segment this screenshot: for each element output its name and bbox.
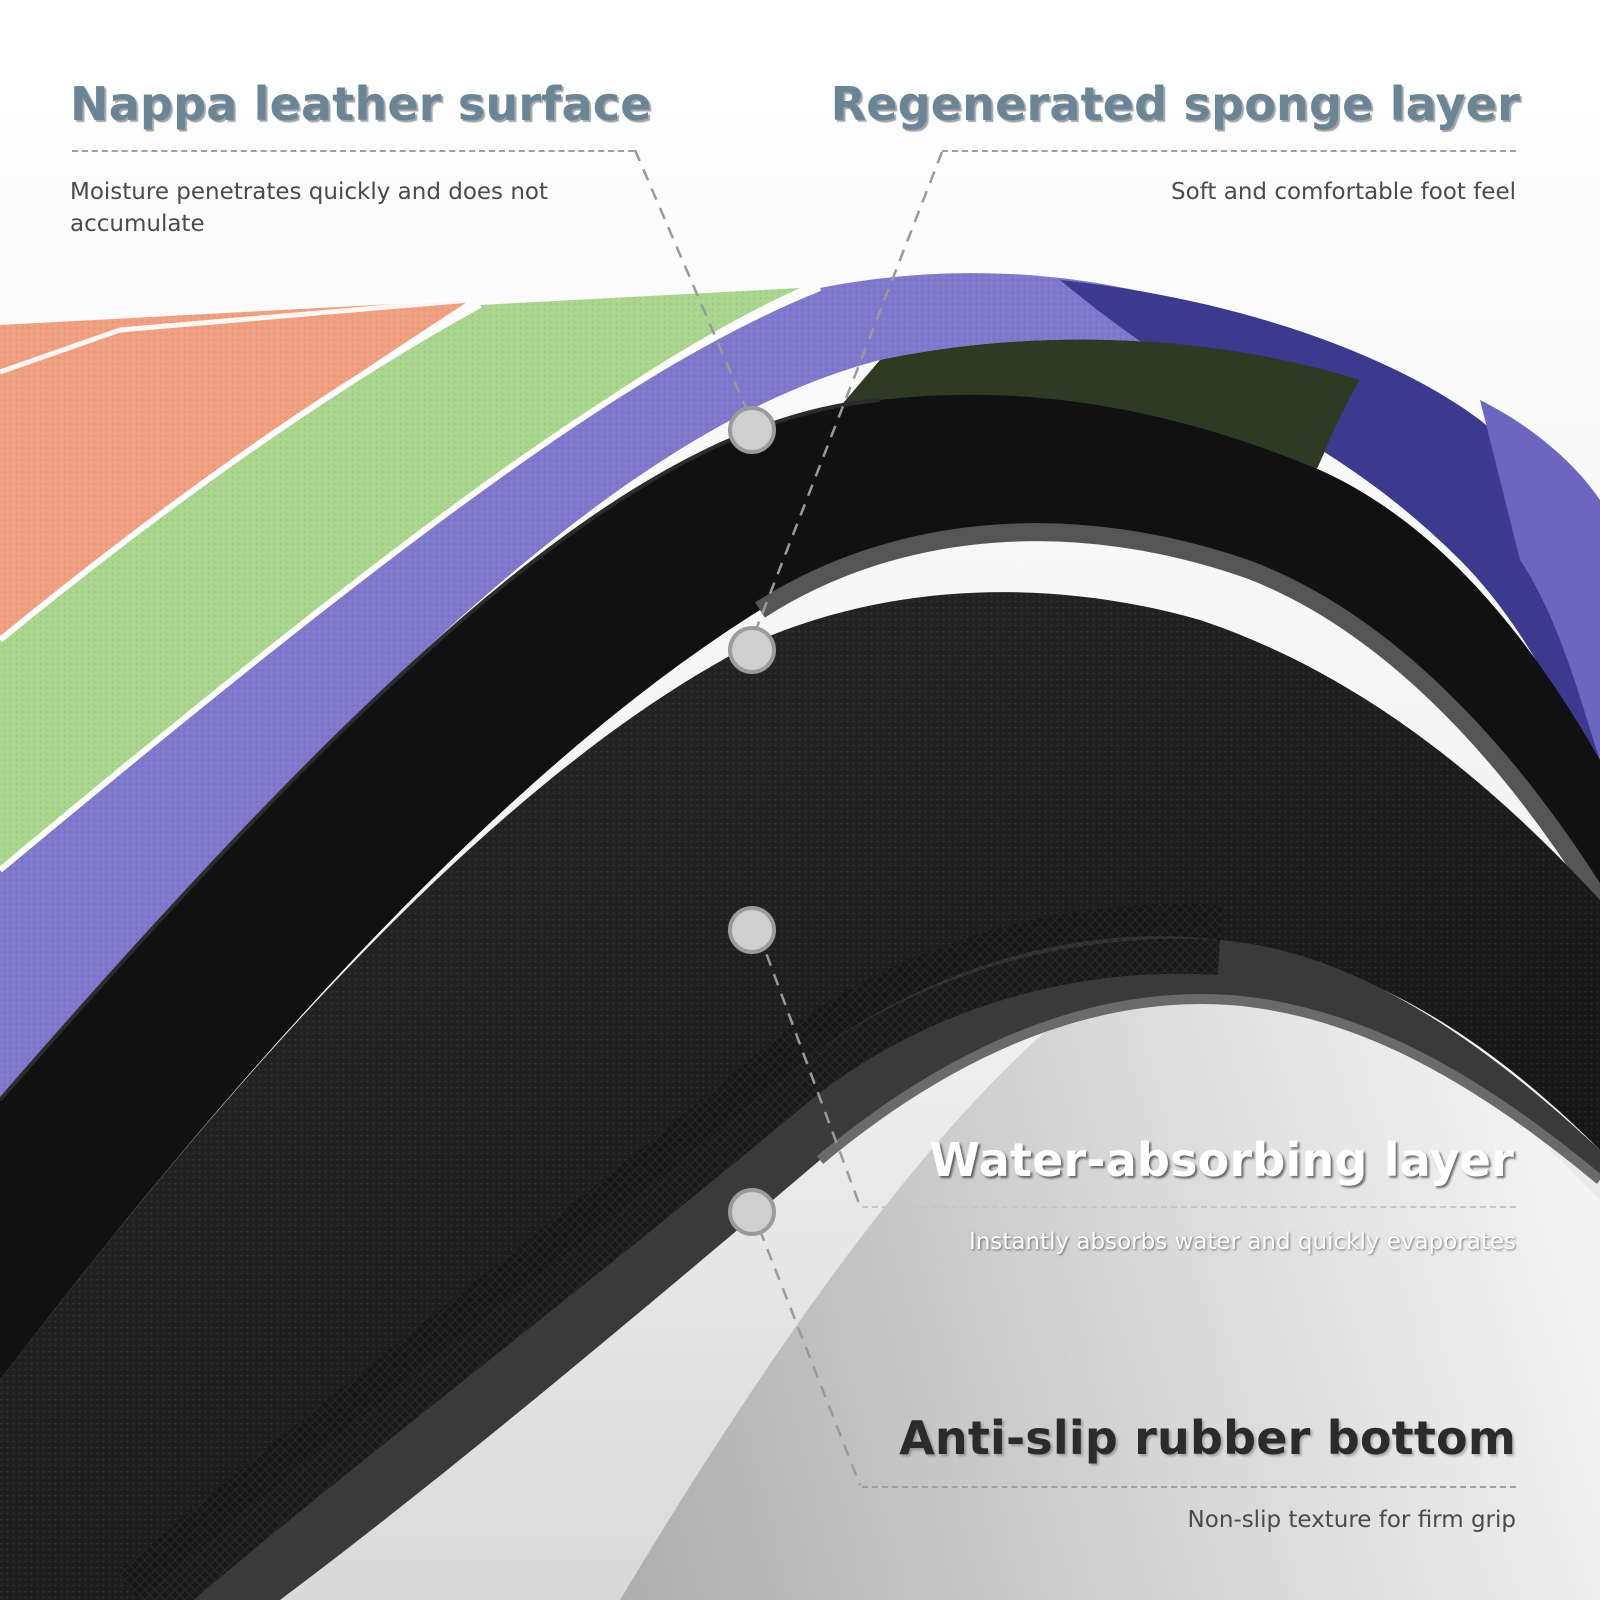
feature-rule-absorb — [862, 1206, 1516, 1208]
feature-title-leather: Nappa leather surface — [70, 77, 652, 131]
feature-title-absorb: Water-absorbing layer — [929, 1133, 1514, 1187]
callout-dots — [728, 406, 776, 1236]
feature-desc-leather: Moisture penetrates quickly and does not… — [70, 179, 549, 237]
feature-title-rubber: Anti-slip rubber bottom — [899, 1411, 1516, 1465]
callout-dot-sponge — [728, 626, 776, 674]
feature-rule-leather — [72, 150, 634, 152]
callout-dot-leather — [728, 406, 776, 454]
callout-dot-rubber — [728, 1188, 776, 1236]
feature-desc-absorb: Instantly absorbs water and quickly evap… — [969, 1229, 1516, 1255]
feature-title-sponge: Regenerated sponge layer — [830, 77, 1520, 131]
feature-rule-sponge — [942, 150, 1516, 152]
callout-leaders — [633, 149, 944, 1486]
rubber-bottom-layer — [140, 938, 1600, 1600]
callout-dot-absorb — [728, 906, 776, 954]
feature-rule-rubber — [862, 1486, 1516, 1488]
floor-shadow — [620, 927, 1600, 1600]
feature-desc-rubber: Non-slip texture for firm grip — [1187, 1507, 1516, 1533]
feature-desc-sponge: Soft and comfortable foot feel — [1171, 179, 1516, 205]
black-layer — [0, 394, 1600, 1381]
